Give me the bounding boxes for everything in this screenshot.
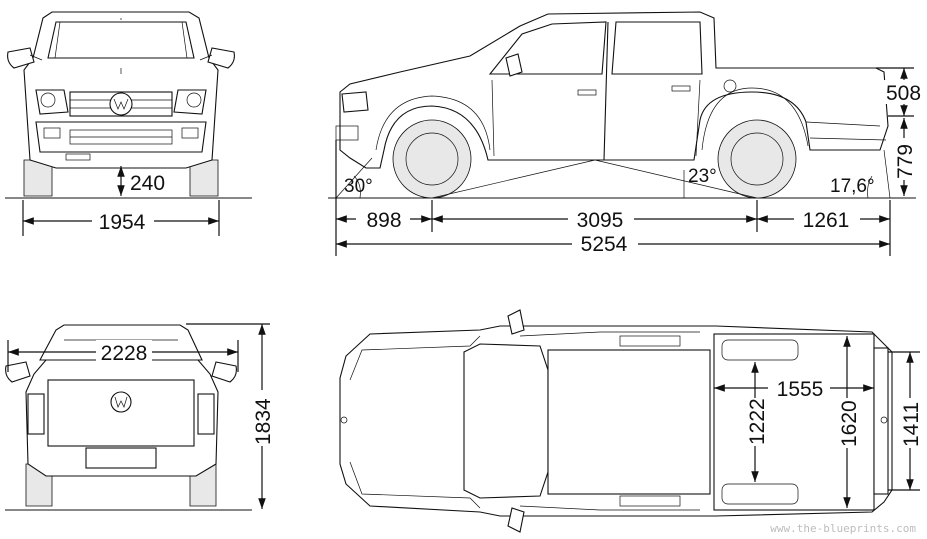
rear-view: 2228 1834 bbox=[5, 323, 275, 511]
side-mirror bbox=[505, 53, 523, 77]
dim-wheelbase: 3095 bbox=[577, 209, 624, 232]
dim-bed-height: 508 bbox=[886, 82, 921, 105]
top-right-mirror bbox=[507, 507, 525, 533]
dim-rear-overhang: 1261 bbox=[803, 209, 850, 232]
watermark: www.the-blueprints.com bbox=[770, 522, 916, 535]
dim-tailgate-height: 779 bbox=[894, 144, 917, 179]
dim-bed-length: 1555 bbox=[777, 378, 824, 401]
tailgate bbox=[47, 379, 195, 447]
vw-logo-rear bbox=[110, 391, 132, 413]
front-view: 240 1954 bbox=[5, 11, 252, 236]
dim-overall-height: 1834 bbox=[252, 398, 275, 445]
angle-breakover: 23° bbox=[688, 166, 717, 187]
dim-front-track: 1954 bbox=[99, 211, 146, 234]
front-wheel-side bbox=[392, 119, 472, 199]
dim-overall-length: 5254 bbox=[581, 233, 628, 256]
front-left-mirror bbox=[7, 47, 35, 69]
dim-bed-width-arches: 1222 bbox=[746, 398, 769, 445]
dim-front-overhang: 898 bbox=[366, 209, 401, 232]
vw-logo-front bbox=[109, 92, 133, 116]
angle-approach: 30° bbox=[344, 176, 373, 197]
top-left-mirror bbox=[507, 309, 525, 335]
dim-tailgate-opening: 1411 bbox=[900, 402, 923, 447]
top-view: 1555 1222 1620 1411 bbox=[339, 309, 923, 533]
rear-wheel-side bbox=[717, 119, 797, 199]
dim-ground-clearance: 240 bbox=[130, 172, 165, 195]
front-right-mirror bbox=[207, 47, 235, 69]
side-view: 30° 23° 17,6° 508 779 898 3095 1261 5254 bbox=[328, 11, 924, 256]
angle-departure: 17,6° bbox=[830, 176, 875, 197]
dim-bed-width: 1620 bbox=[838, 400, 861, 447]
dim-width-with-mirrors: 2228 bbox=[101, 342, 148, 365]
